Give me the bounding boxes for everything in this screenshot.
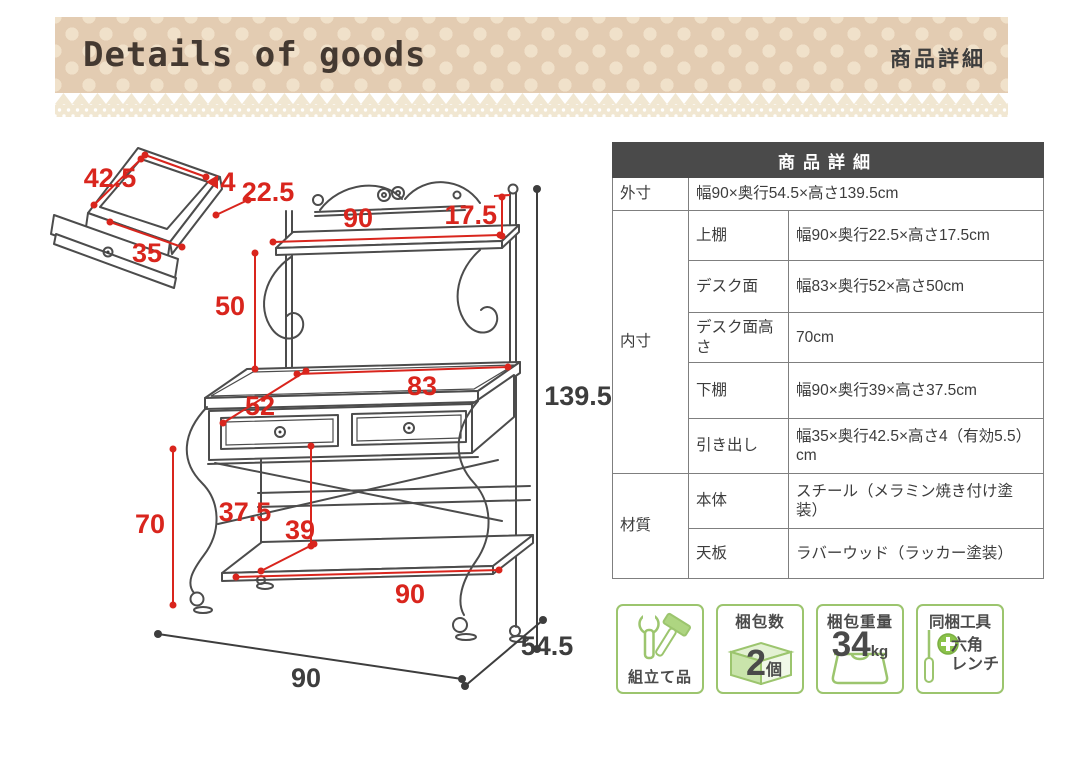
badge-value-wrap: 2個 <box>746 645 782 681</box>
spec-table-title: 商品詳細 <box>611 142 1045 178</box>
dim-desk-width: 83 <box>407 371 437 401</box>
rack-drawing <box>185 181 534 643</box>
badge-assembly-required: 組立て品 <box>616 604 704 694</box>
badge-title: 同梱工具 <box>928 614 991 631</box>
spec-row-sublabel: デスク面高さ <box>688 312 789 363</box>
badge-package-weight: 梱包重量 34kg <box>816 604 904 694</box>
dim-desk-height: 70 <box>135 509 165 539</box>
dim-total-depth: 54.5 <box>521 631 574 661</box>
spec-row-sublabel: 下棚 <box>688 362 789 419</box>
spec-row-value: 幅90×奥行39×高さ37.5cm <box>787 362 1045 419</box>
badge-title: 梱包重量 <box>826 614 893 631</box>
spec-row-sublabel: デスク面 <box>688 260 789 313</box>
drawer-detail-drawing <box>50 147 223 289</box>
spec-group-label: 材質 <box>612 473 689 579</box>
dim-top-shelf-depth: 22.5 <box>242 177 295 207</box>
badge-package-count: 梱包数 2個 <box>716 604 804 694</box>
spec-row-value: 幅90×奥行54.5×高さ139.5cm <box>687 177 1045 211</box>
dim-drawer-height: 4 <box>220 167 235 197</box>
badge-value-wrap: 六角 レンチ <box>951 636 999 674</box>
product-dimension-diagram: 42.5 4 35 <box>50 147 612 693</box>
spec-row-sublabel: 引き出し <box>688 418 789 474</box>
spec-row-value: 70cm <box>787 312 1045 363</box>
badge-unit: kg <box>870 643 889 660</box>
spec-row-sublabel: 本体 <box>688 473 789 529</box>
spec-row-value: 幅35×奥行42.5×高さ4（有効5.5）cm <box>787 418 1045 474</box>
spec-table: 商品詳細 外寸 幅90×奥行54.5×高さ139.5cm 内寸 上棚 幅90×奥… <box>611 142 1045 579</box>
spec-row-sublabel: 天板 <box>688 528 789 579</box>
header-band: Details of goods 商品詳細 <box>55 17 1008 93</box>
spec-row-value: ラバーウッド（ラッカー塗装） <box>787 528 1045 579</box>
dim-total-width: 90 <box>291 663 321 693</box>
package-box-icon <box>727 641 795 685</box>
spec-group-label: 内寸 <box>612 210 689 474</box>
badge-label: 組立て品 <box>627 669 692 686</box>
spec-row-sublabel: 上棚 <box>688 210 789 261</box>
dim-top-section-height: 17.5 <box>444 200 497 230</box>
scale-icon <box>831 652 889 685</box>
dim-total-height: 139.5 <box>544 381 612 411</box>
spec-row-value: 幅90×奥行22.5×高さ17.5cm <box>787 210 1045 261</box>
overall-dimension-annotations: 139.5 90 54.5 <box>154 185 612 693</box>
badge-unit: 個 <box>766 662 783 679</box>
spec-row-value: 幅83×奥行52×高さ50cm <box>787 260 1045 313</box>
dim-desk-depth: 52 <box>245 391 275 421</box>
screwdriver-plus-icon <box>924 630 959 683</box>
badge-value: 34 <box>831 625 871 664</box>
drawer-detail-dimensions: 42.5 4 35 <box>84 151 236 268</box>
badge-included-tools: 同梱工具 六角 レンチ <box>916 604 1004 694</box>
dim-top-shelf-width: 90 <box>343 203 373 233</box>
wrench-hammer-icon <box>638 611 691 660</box>
dim-under-desk-height: 37.5 <box>219 497 272 527</box>
dim-bottom-shelf-width: 90 <box>395 579 425 609</box>
dim-bottom-shelf-depth: 39 <box>285 515 315 545</box>
spec-row-label: 外寸 <box>612 177 689 211</box>
badge-value: 2 <box>746 642 767 683</box>
badge-value-wrap: 34kg <box>818 627 902 662</box>
badge-value-line: レンチ <box>951 656 1000 674</box>
red-dimension-annotations: 22.5 90 17.5 50 83 52 37.5 70 <box>135 177 512 609</box>
spec-row-value: スチール（メラミン焼き付け塗装） <box>787 473 1045 529</box>
badge-value-line: 六角 <box>951 637 984 654</box>
dim-mid-height: 50 <box>215 291 245 321</box>
page-title: Details of goods <box>83 35 427 75</box>
page-title-japanese: 商品詳細 <box>890 48 986 71</box>
dim-drawer-depth: 42.5 <box>84 163 137 193</box>
lace-trim <box>55 93 1008 117</box>
badge-title: 梱包数 <box>735 614 785 631</box>
dim-drawer-width: 35 <box>132 238 162 268</box>
